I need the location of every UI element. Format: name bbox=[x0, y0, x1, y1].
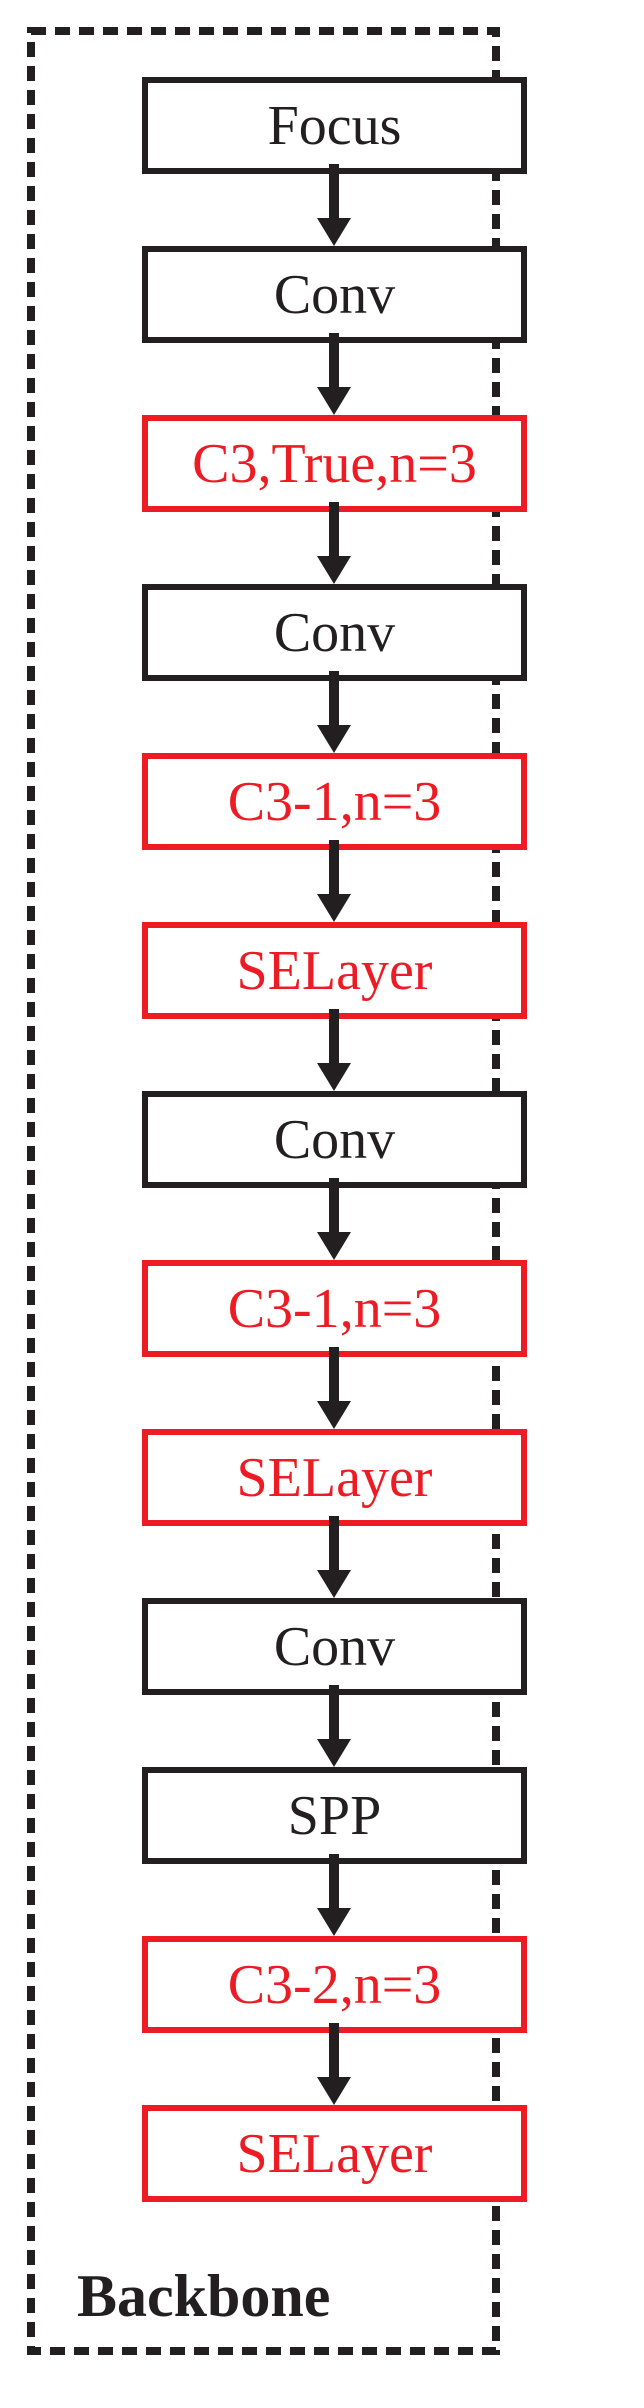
arrow-shaft bbox=[329, 1854, 339, 1909]
node-selayer: SELayer bbox=[142, 922, 527, 1019]
arrow-shaft bbox=[329, 1009, 339, 1064]
node-conv: Conv bbox=[142, 246, 527, 343]
arrow-head-down-icon bbox=[317, 1570, 351, 1598]
node-selayer: SELayer bbox=[142, 2105, 527, 2202]
arrow-head-down-icon bbox=[317, 1401, 351, 1429]
node-focus: Focus bbox=[142, 77, 527, 174]
arrow-head-down-icon bbox=[317, 1232, 351, 1260]
arrow-shaft bbox=[329, 333, 339, 388]
arrow-head-down-icon bbox=[317, 894, 351, 922]
arrow-shaft bbox=[329, 1685, 339, 1740]
node-c3-1-n-3: C3-1,n=3 bbox=[142, 753, 527, 850]
node-conv: Conv bbox=[142, 1598, 527, 1695]
node-conv: Conv bbox=[142, 584, 527, 681]
arrow-shaft bbox=[329, 840, 339, 895]
arrow-head-down-icon bbox=[317, 1063, 351, 1091]
arrow-head-down-icon bbox=[317, 725, 351, 753]
arrow-shaft bbox=[329, 1178, 339, 1233]
arrow-head-down-icon bbox=[317, 1739, 351, 1767]
node-spp: SPP bbox=[142, 1767, 527, 1864]
arrow-head-down-icon bbox=[317, 387, 351, 415]
node-c3-1-n-3: C3-1,n=3 bbox=[142, 1260, 527, 1357]
arrow-head-down-icon bbox=[317, 556, 351, 584]
backbone-label: Backbone bbox=[77, 2263, 331, 2329]
arrow-shaft bbox=[329, 164, 339, 219]
node-conv: Conv bbox=[142, 1091, 527, 1188]
node-c3-true-n-3: C3,True,n=3 bbox=[142, 415, 527, 512]
arrow-shaft bbox=[329, 671, 339, 726]
node-selayer: SELayer bbox=[142, 1429, 527, 1526]
arrow-head-down-icon bbox=[317, 1908, 351, 1936]
arrow-shaft bbox=[329, 1347, 339, 1402]
node-c3-2-n-3: C3-2,n=3 bbox=[142, 1936, 527, 2033]
arrow-shaft bbox=[329, 502, 339, 557]
arrow-shaft bbox=[329, 2023, 339, 2078]
arrow-shaft bbox=[329, 1516, 339, 1571]
arrow-head-down-icon bbox=[317, 2077, 351, 2105]
arrow-head-down-icon bbox=[317, 218, 351, 246]
